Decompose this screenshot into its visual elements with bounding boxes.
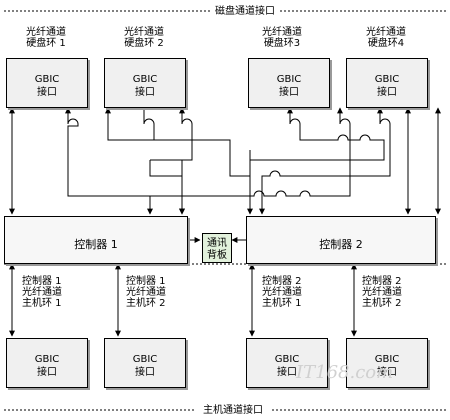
disk-loop-2-label: 光纤通道硬盘环 2 xyxy=(124,27,164,49)
comm-backplane: 通讯背板 xyxy=(202,233,232,263)
disk-channel-interface-label: 磁盘通道接口 xyxy=(212,2,278,17)
disk-loop-3-label: 光纤通道硬盘环3 xyxy=(262,27,302,49)
watermark-logo: IT168.com xyxy=(296,362,394,383)
disk-loop-1-label: 光纤通道硬盘环 1 xyxy=(26,27,66,49)
host-channel-interface-label: 主机通道接口 xyxy=(200,401,266,416)
controller-1: 控制器 1 xyxy=(4,216,188,264)
disk-loop-4-label: 光纤通道硬盘环4 xyxy=(366,27,406,49)
controller-1-label: 控制器 1 xyxy=(74,238,118,251)
controller-2-label: 控制器 2 xyxy=(319,238,363,251)
controller-2: 控制器 2 xyxy=(246,216,436,264)
